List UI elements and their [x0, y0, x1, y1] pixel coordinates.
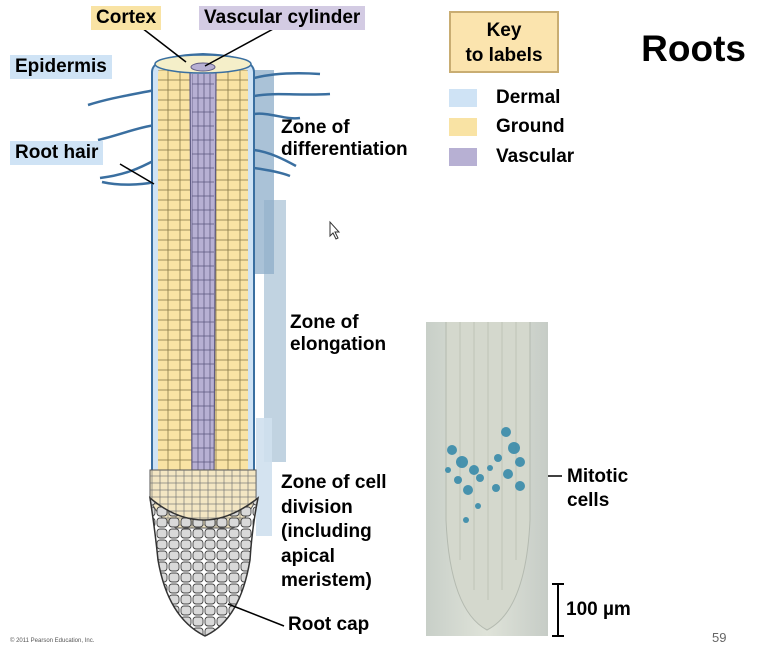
- copyright-note: © 2011 Pearson Education, Inc.: [10, 638, 95, 644]
- root-hairs: [87, 71, 331, 186]
- micrograph-cell-lines: [459, 322, 517, 600]
- vascular-cylinder-label: Vascular cylinder: [199, 6, 366, 30]
- cell-division-cells: [150, 470, 256, 529]
- root-top-vascular: [190, 62, 216, 72]
- mitotic-cells-label: Mitotic cells: [567, 466, 629, 511]
- zone-bar-division: [256, 418, 272, 536]
- zone-differentiation-label: Zone of differentiation: [281, 117, 408, 160]
- mitotic-cell-stains: [445, 427, 525, 523]
- page-number: 59: [712, 630, 727, 645]
- epidermis-label: Epidermis: [10, 55, 112, 79]
- ground-swatch: [449, 118, 477, 136]
- slide-title: Roots: [641, 28, 746, 69]
- root-cap-shape: [148, 496, 260, 637]
- scale-bar: [552, 583, 564, 637]
- dermal-swatch: [449, 89, 477, 107]
- cortex-label: Cortex: [91, 6, 162, 30]
- mouse-cursor-icon: [329, 220, 341, 240]
- scale-bar-label: 100 µm: [566, 599, 631, 620]
- vascular-cells: [192, 74, 214, 484]
- root-hair-label: Root hair: [10, 141, 104, 165]
- zone-cell-division-label: Zone of cell division (including apical …: [281, 472, 387, 591]
- root-cap-label: Root cap: [288, 614, 370, 635]
- vascular-swatch: [449, 148, 477, 166]
- zone-elongation-label: Zone of elongation: [290, 312, 387, 355]
- key-box: Key to labels: [449, 11, 559, 73]
- zone-bar-elongation: [264, 200, 286, 462]
